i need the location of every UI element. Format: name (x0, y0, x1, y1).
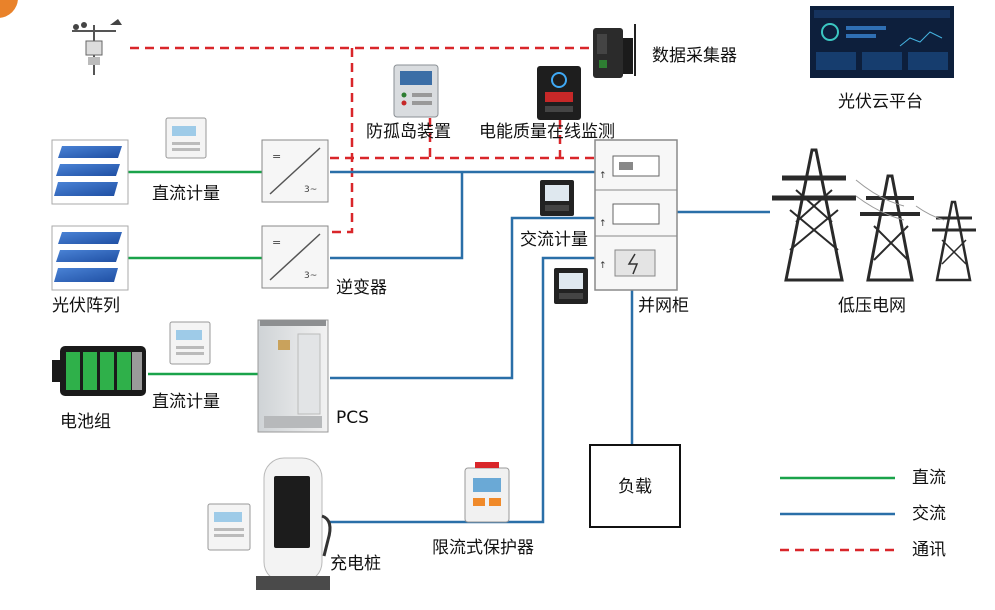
svg-text:=: = (272, 236, 281, 249)
ac-line-pcs (330, 216, 595, 380)
label-charger: 充电桩 (330, 554, 381, 574)
label-grid-cabinet: 并网柜 (638, 296, 689, 316)
svg-text:3~: 3~ (304, 185, 317, 195)
legend-lines (780, 476, 895, 552)
load-box (589, 444, 681, 528)
dc-meter-icon (165, 117, 207, 159)
legend-label-ac: 交流 (912, 504, 946, 524)
current-limit-protector-icon (464, 462, 510, 523)
dc-meter-icon (169, 321, 211, 365)
label-data-collector: 数据采集器 (652, 46, 737, 66)
ac-meter-icon (554, 268, 588, 304)
svg-text:3~: 3~ (304, 271, 317, 281)
data-collector-icon (593, 24, 636, 78)
label-power-quality: 电能质量在线监测 (479, 122, 615, 142)
ac-line-charger (330, 256, 595, 524)
grid-cabinet-icon: ↑ ↑ ↑ (594, 139, 678, 291)
ac-meter-icon (540, 180, 574, 216)
solar-panel-icon (51, 139, 129, 205)
label-dc-meter-top: 直流计量 (152, 184, 220, 204)
cloud-platform-screen-icon (810, 6, 954, 78)
svg-text:↑: ↑ (599, 219, 607, 229)
pcs-cabinet-icon (257, 319, 329, 433)
weather-station-icon (72, 19, 122, 75)
solar-panel-icon (51, 225, 129, 291)
legend-label-dc: 直流 (912, 468, 946, 488)
svg-text:=: = (272, 150, 281, 163)
ev-charger-icon (256, 457, 332, 590)
inverter-icon: = 3~ (261, 225, 329, 289)
label-cloud-platform: 光伏云平台 (838, 92, 923, 112)
label-anti-islanding: 防孤岛装置 (366, 122, 451, 142)
label-inverter: 逆变器 (336, 278, 387, 298)
inverter-icon: = 3~ (261, 139, 329, 203)
power-quality-monitor-icon (537, 66, 581, 120)
dc-meter-icon (207, 503, 251, 551)
legend-label-comm: 通讯 (912, 540, 946, 560)
comm-line-vertical (330, 48, 354, 234)
transmission-tower-icon (772, 148, 976, 282)
label-limiter: 限流式保护器 (432, 538, 534, 558)
label-pv-array: 光伏阵列 (52, 296, 120, 316)
ac-line-inv2 (330, 172, 464, 260)
label-load: 负载 (618, 477, 652, 497)
label-dc-meter-bottom: 直流计量 (152, 392, 220, 412)
label-battery: 电池组 (60, 412, 111, 432)
ac-lines (330, 170, 770, 524)
svg-text:↑: ↑ (599, 171, 607, 181)
label-ac-meter: 交流计量 (520, 230, 588, 250)
battery-icon (52, 346, 146, 396)
dc-lines (128, 170, 262, 376)
svg-text:↑: ↑ (599, 261, 607, 271)
comm-lines (130, 46, 595, 234)
label-pcs: PCS (336, 408, 369, 428)
anti-islanding-device-icon (393, 64, 439, 118)
label-low-voltage-grid: 低压电网 (838, 296, 906, 316)
